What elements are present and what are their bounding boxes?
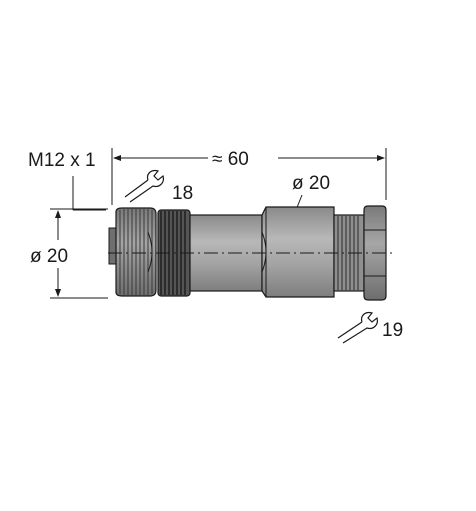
wrench-rear-label: 19 xyxy=(382,320,403,341)
arrow-right-icon xyxy=(377,155,385,161)
body-diameter-label: ø 20 xyxy=(292,173,330,194)
connector-drawing xyxy=(108,205,394,301)
body-curve xyxy=(261,231,267,273)
arrow-down-icon xyxy=(55,289,61,297)
coupling-nut-knurl xyxy=(119,209,153,295)
front-diameter-dimension: ø 20 xyxy=(30,208,108,299)
arrow-left-icon xyxy=(113,155,121,161)
connector-body-rear xyxy=(261,206,335,298)
wrench-18-icon xyxy=(124,169,164,203)
thread-label: M12 x 1 xyxy=(28,150,96,171)
front-diameter-label: ø 20 xyxy=(30,246,68,267)
length-label: ≈ 60 xyxy=(212,149,249,170)
arrow-up-icon xyxy=(55,210,61,218)
connector-body-front xyxy=(189,214,263,292)
overall-length-dimension: ≈ 60 xyxy=(111,148,387,205)
nut-curve xyxy=(147,231,153,273)
wrench-19-icon xyxy=(337,311,378,344)
connector-nose xyxy=(108,227,117,265)
wrench-front-label: 18 xyxy=(172,183,193,204)
